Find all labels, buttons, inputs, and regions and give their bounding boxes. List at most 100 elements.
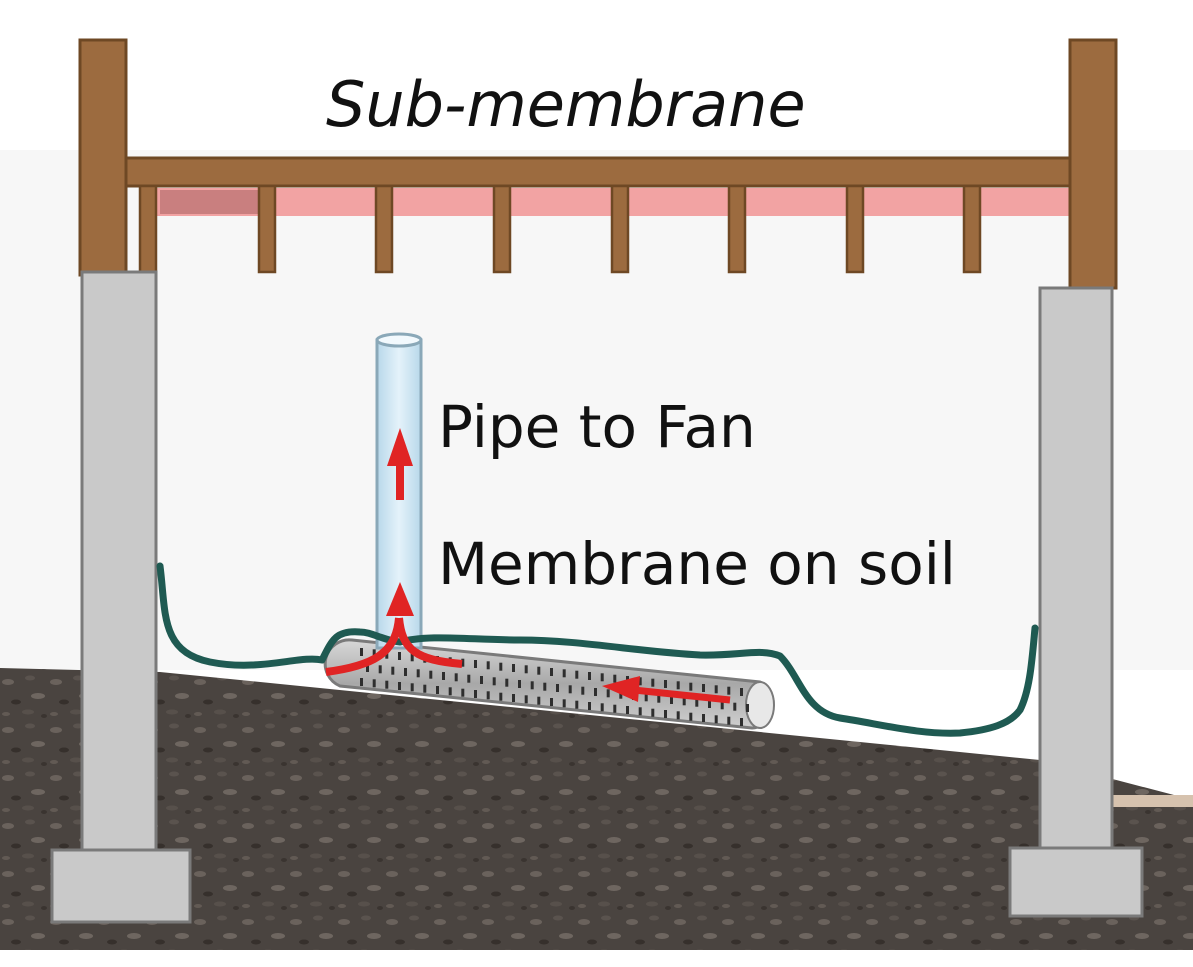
perforation-hole [448, 687, 452, 696]
perforation-hole [436, 686, 439, 694]
perforation-hole [619, 690, 623, 699]
perforation-hole [740, 688, 743, 696]
perforation-hole [372, 649, 376, 658]
floor-joists [138, 184, 982, 274]
perforation-hole [588, 672, 591, 680]
perforation-hole [664, 680, 667, 688]
converging-arrow [325, 582, 463, 676]
membrane-label: Membrane on soil [438, 530, 956, 598]
perforation-hole [512, 694, 515, 702]
right-foundation-wall [1038, 286, 1114, 852]
perforation-hole [486, 661, 490, 670]
insulation-shadow [160, 190, 258, 214]
joist [138, 184, 158, 274]
perforation-hole [372, 679, 376, 688]
perforation-hole [651, 708, 655, 717]
perforation-hole [689, 712, 693, 721]
perforation-hole [543, 682, 547, 691]
perforation-hole [562, 699, 566, 708]
perforation-hole [702, 684, 705, 692]
perforation-hole [568, 685, 572, 694]
left-wood-post [78, 38, 128, 277]
perforation-hole [594, 688, 597, 696]
perforation-hole [575, 700, 579, 709]
arrow-along-pipe [602, 676, 731, 704]
perforation-hole [404, 668, 407, 676]
perforation-hole [461, 688, 465, 697]
perforation-hole [638, 707, 642, 716]
perforation-hole [676, 711, 680, 720]
perforation-hole [556, 684, 559, 692]
joist [610, 184, 630, 274]
perforation-hole [474, 690, 477, 698]
perforation-hole [695, 698, 699, 707]
perforation-hole [708, 700, 711, 708]
perforation-hole [720, 701, 724, 710]
perforation-hole [689, 682, 693, 691]
perforation-hole [416, 669, 420, 678]
perforation-hole [746, 704, 749, 712]
perforation-hole [600, 703, 604, 712]
perforation-hole [606, 689, 610, 698]
perforation-hole [454, 673, 458, 682]
perforation-hole [410, 653, 414, 662]
perforation-hole [613, 704, 617, 713]
perforation-hole [524, 665, 528, 674]
perforation-hole [385, 680, 389, 689]
left-foundation-wall [80, 270, 158, 854]
perforation-hole [410, 683, 414, 692]
perforation-hole [499, 662, 503, 671]
perforation-hole [581, 686, 585, 695]
perforation-hole [492, 677, 496, 686]
ground-haze [0, 150, 1193, 670]
perforation-hole [537, 666, 541, 675]
perforation-hole [360, 648, 363, 656]
perforation-hole [423, 684, 427, 693]
perforation-hole [486, 691, 490, 700]
perforation-hole [638, 677, 642, 686]
perforation-hole [512, 664, 515, 672]
perforation-hole [499, 692, 503, 701]
perforation-hole [702, 714, 705, 722]
perforation-hole [366, 664, 369, 672]
joist [962, 184, 982, 274]
perforation-hole [588, 702, 591, 710]
right-footing [1008, 846, 1144, 918]
perforation-hole [467, 674, 471, 683]
perforation-hole [398, 682, 401, 690]
perforation-hole [442, 672, 445, 680]
perforation-hole [398, 652, 401, 660]
perforation-hole [562, 669, 566, 678]
perforation-hole [733, 702, 737, 711]
joist [845, 184, 865, 274]
perforation-hole [524, 695, 528, 704]
perforation-hole [530, 681, 534, 690]
perforation-hole [537, 696, 541, 705]
perforation-hole [575, 670, 579, 679]
right-wood-post [1068, 38, 1118, 290]
upward-arrow-in-pipe [387, 428, 413, 500]
airflow-arrows [325, 428, 731, 704]
pipe-perforations [360, 648, 749, 726]
perforation-hole [550, 698, 553, 706]
soil [0, 668, 1193, 950]
perforation-hole [429, 670, 433, 679]
perforation-hole [626, 706, 629, 714]
left-footing [50, 848, 192, 924]
perforation-hole [670, 696, 673, 704]
perforation-hole [676, 681, 680, 690]
perforation-hole [505, 678, 509, 687]
perforation-hole [682, 697, 686, 706]
perforation-hole [360, 678, 363, 686]
joist [492, 184, 512, 274]
right-ground-strip [1110, 795, 1193, 807]
joist [374, 184, 394, 274]
joist [257, 184, 277, 274]
perforation-hole [613, 674, 617, 683]
perforation-hole [714, 685, 718, 694]
perforation-hole [740, 718, 743, 726]
joist [727, 184, 747, 274]
perforation-hole [480, 676, 483, 684]
perforation-hole [727, 716, 731, 725]
